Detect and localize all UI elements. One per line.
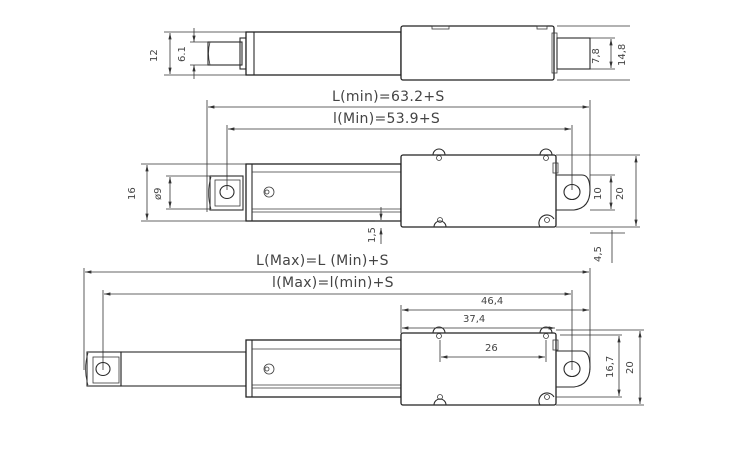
dim-37-4: 37,4: [463, 314, 486, 325]
retracted-view: [141, 100, 640, 263]
dim-20-a: 20: [615, 187, 626, 200]
dim-6-1: 6.1: [177, 46, 188, 62]
dim-L-max: L(Max)=L (Min)+S: [256, 253, 389, 269]
dim-20-b: 20: [625, 361, 636, 374]
dim-16-7: 16,7: [605, 355, 616, 378]
dim-10: 10: [593, 187, 604, 200]
dim-46-4: 46,4: [481, 296, 504, 307]
dim-16: 16: [127, 187, 138, 200]
dim-14-8: 14,8: [617, 43, 628, 66]
dim-1-5: 1,5: [367, 227, 378, 243]
dim-12: 12: [149, 49, 160, 62]
dim-L-min: L(min)=63.2+S: [332, 89, 445, 105]
extended-view: [83, 268, 644, 406]
dim-7-8: 7,8: [591, 48, 602, 64]
dim-l-max: l(Max)=l(min)+S: [272, 275, 394, 291]
dim-l-min: l(Min)=53.9+S: [333, 111, 441, 127]
dim-4-5: 4,5: [593, 246, 604, 262]
top-view: [164, 25, 630, 81]
dim-phi-9: ø9: [153, 187, 164, 200]
dim-26: 26: [485, 343, 498, 354]
